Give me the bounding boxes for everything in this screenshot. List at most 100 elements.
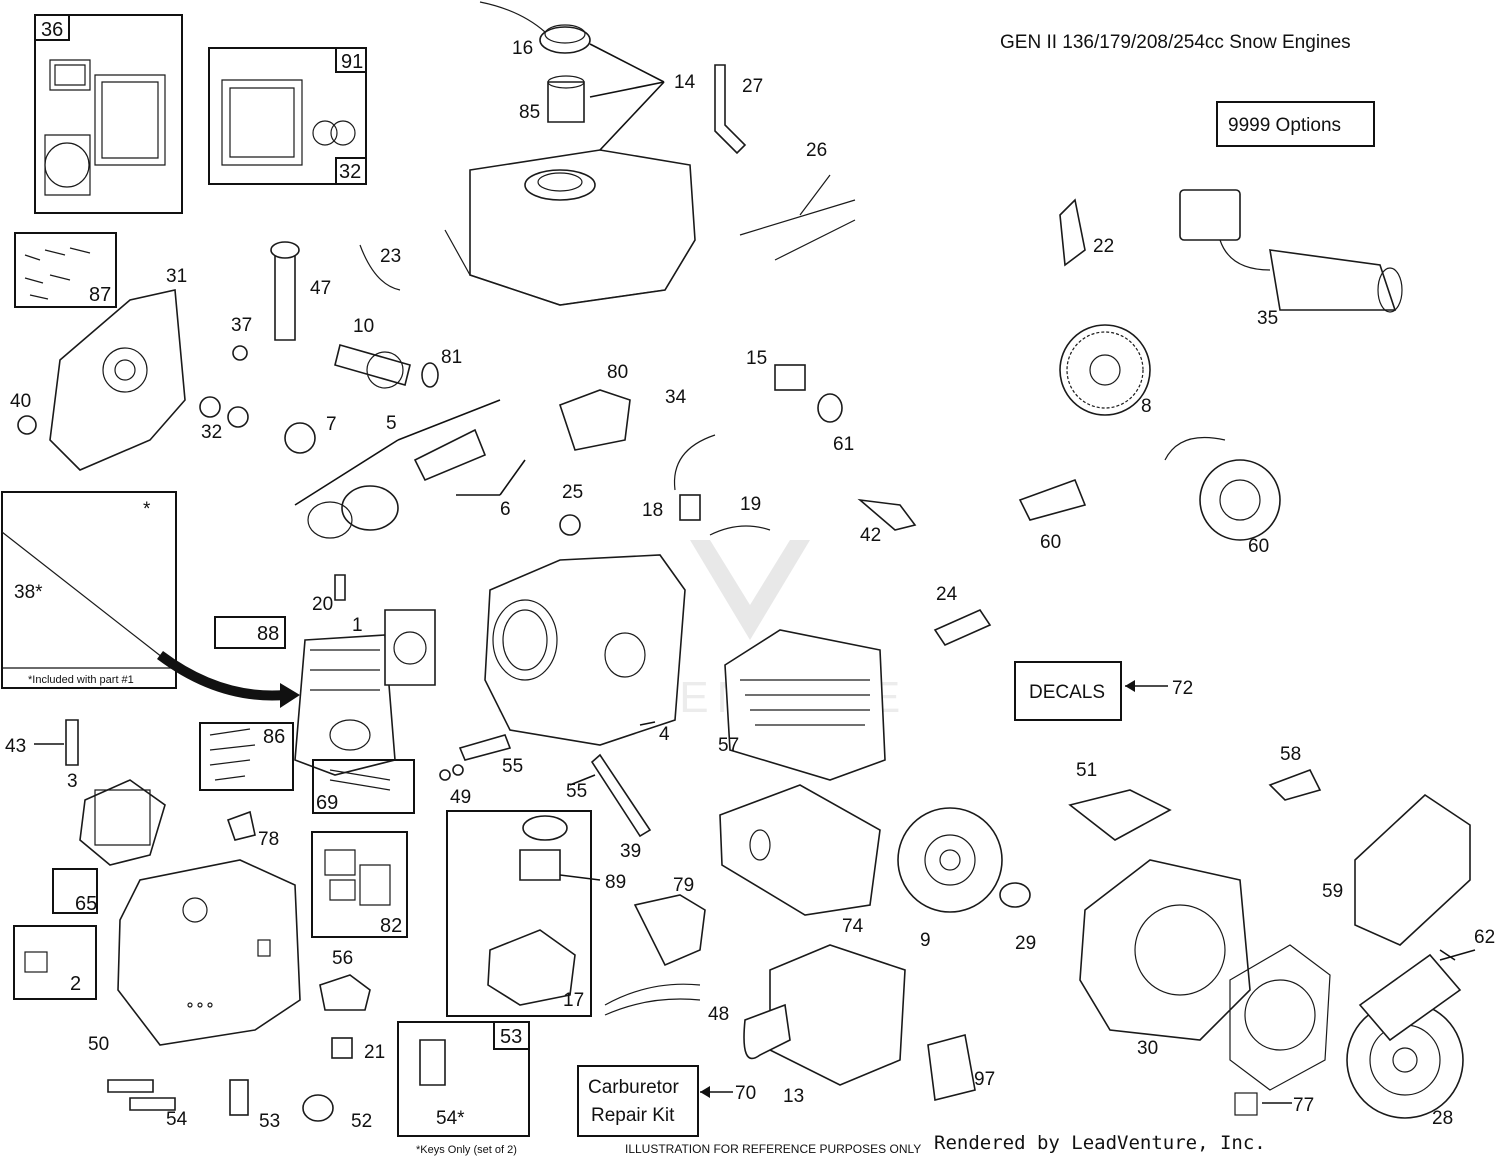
linkage-26[interactable] xyxy=(739,174,856,261)
nut-49[interactable] xyxy=(439,764,464,781)
callout-49: 49 xyxy=(450,787,471,808)
bracket-42[interactable] xyxy=(857,498,917,531)
callout-50: 50 xyxy=(88,1034,109,1055)
bracket-79[interactable] xyxy=(633,894,706,967)
gear-25[interactable] xyxy=(559,514,581,536)
ring-gear-8[interactable] xyxy=(1059,324,1151,416)
gasket-kit-36[interactable]: 36 xyxy=(34,14,183,214)
callout-10: 10 xyxy=(353,316,374,337)
valve-cover-3[interactable] xyxy=(79,779,166,866)
callout-18: 18 xyxy=(642,500,663,521)
callout-58: 58 xyxy=(1280,744,1301,765)
camshaft-gear-7[interactable] xyxy=(284,422,316,454)
spark-plug-20[interactable] xyxy=(334,574,346,601)
kit-53[interactable]: 53 54* *Keys Only (set of 2) xyxy=(397,1021,530,1156)
callout-57: 57 xyxy=(718,735,739,756)
key-switch-53[interactable] xyxy=(229,1079,249,1116)
options-box[interactable] xyxy=(1216,101,1375,147)
valve-kit-38[interactable]: 38* * *Included with part #1 xyxy=(1,491,177,689)
muffler-13[interactable] xyxy=(743,944,906,1086)
shroud-74[interactable] xyxy=(719,784,881,916)
sensor-18[interactable] xyxy=(679,494,701,521)
dipstick-47[interactable] xyxy=(270,241,300,341)
gasket-kit-91[interactable]: 91 32 xyxy=(208,47,367,185)
crankshaft-10[interactable] xyxy=(334,344,411,389)
heat-shield-80[interactable] xyxy=(558,389,631,451)
cylinder-head-1[interactable] xyxy=(294,609,436,776)
callout-34: 34 xyxy=(665,387,687,408)
piston-5[interactable] xyxy=(307,485,399,539)
kit-69[interactable]: 69 xyxy=(312,759,415,814)
plate-51[interactable] xyxy=(1068,789,1172,841)
fan-cover-50[interactable] xyxy=(117,859,301,1046)
bracket-78[interactable] xyxy=(226,810,256,841)
recoil-housing-30[interactable] xyxy=(1079,859,1251,1041)
fuel-valve-15[interactable] xyxy=(774,364,806,391)
carburetor-kit-17[interactable] xyxy=(446,810,592,1017)
callout-97: 97 xyxy=(974,1069,995,1090)
tube-55[interactable] xyxy=(458,734,512,761)
bolt-kit-87[interactable]: 87 xyxy=(14,232,117,308)
callout-60b: 60 xyxy=(1248,536,1269,557)
fuel-strainer-85[interactable] xyxy=(547,75,585,123)
wires-19[interactable] xyxy=(709,525,771,536)
recoil-starter-28[interactable] xyxy=(1346,953,1464,1119)
decals-box[interactable]: DECALS xyxy=(1014,661,1122,721)
hose-23[interactable] xyxy=(359,244,401,291)
cover-56[interactable] xyxy=(319,974,371,1011)
diagram-title: GEN II 136/179/208/254cc Snow Engines xyxy=(1000,32,1351,53)
kit-82[interactable]: 82 xyxy=(311,831,408,938)
crankcase-cover-31[interactable] xyxy=(49,289,186,471)
callout-78: 78 xyxy=(258,829,279,850)
tube-55b[interactable] xyxy=(590,753,652,838)
callout-6: 6 xyxy=(500,499,511,520)
primer-52[interactable] xyxy=(302,1094,334,1122)
footer-rendered: Rendered by LeadVenture, Inc. xyxy=(934,1132,1266,1154)
bearing-32[interactable] xyxy=(199,396,249,428)
callout-17: 17 xyxy=(563,990,584,1011)
breather-tube-43[interactable] xyxy=(65,719,79,766)
bracket-58[interactable] xyxy=(1268,768,1322,801)
gear-81[interactable] xyxy=(421,362,439,388)
kit-88[interactable]: 88 xyxy=(214,616,286,649)
flywheel-9[interactable] xyxy=(897,807,1003,913)
carburetor-repair-kit-box[interactable]: Carburetor Repair Kit xyxy=(577,1065,699,1137)
gasket-ring[interactable] xyxy=(1229,944,1331,1091)
knob-61[interactable] xyxy=(817,393,843,423)
callout-14: 14 xyxy=(674,72,696,93)
kit-91-32-label: 32 xyxy=(339,161,361,183)
callout-85: 85 xyxy=(519,102,540,123)
screen-97[interactable] xyxy=(927,1034,976,1101)
bracket-24[interactable] xyxy=(933,608,992,647)
callout-80: 80 xyxy=(607,362,628,383)
throttle-bracket-22[interactable] xyxy=(1059,198,1086,267)
fuel-cap-16[interactable] xyxy=(479,1,591,54)
clip-77[interactable] xyxy=(1234,1092,1258,1116)
callout-48: 48 xyxy=(708,1004,729,1025)
fitting-37[interactable] xyxy=(232,345,248,361)
callout-20: 20 xyxy=(312,594,333,615)
starter-motor-35[interactable] xyxy=(1179,189,1403,313)
callout-23: 23 xyxy=(380,246,401,267)
sensor-34[interactable] xyxy=(673,434,716,491)
key-54[interactable] xyxy=(107,1079,176,1111)
blower-housing-57[interactable] xyxy=(724,629,886,781)
plate-59[interactable] xyxy=(1354,793,1471,946)
callout-4: 4 xyxy=(659,724,670,745)
kit-65[interactable]: 65 xyxy=(52,868,98,915)
lever-27[interactable] xyxy=(714,64,747,155)
callout-81: 81 xyxy=(441,347,462,368)
engine-block-4[interactable] xyxy=(484,554,686,746)
plug-40[interactable] xyxy=(17,415,37,435)
callout-43: 43 xyxy=(5,736,26,757)
starter-cup-29[interactable] xyxy=(999,882,1031,908)
ignition-coil-60[interactable] xyxy=(1018,478,1087,521)
fuel-tank[interactable] xyxy=(444,149,696,306)
stator-60[interactable] xyxy=(1164,436,1281,541)
kit-69-label: 69 xyxy=(316,792,338,814)
kit-86[interactable]: 86 xyxy=(199,722,294,791)
connecting-rod-6[interactable] xyxy=(413,428,487,482)
switch-21[interactable] xyxy=(331,1037,353,1059)
kit-2[interactable]: 2 xyxy=(13,925,97,1000)
harness-48[interactable] xyxy=(604,983,701,1016)
